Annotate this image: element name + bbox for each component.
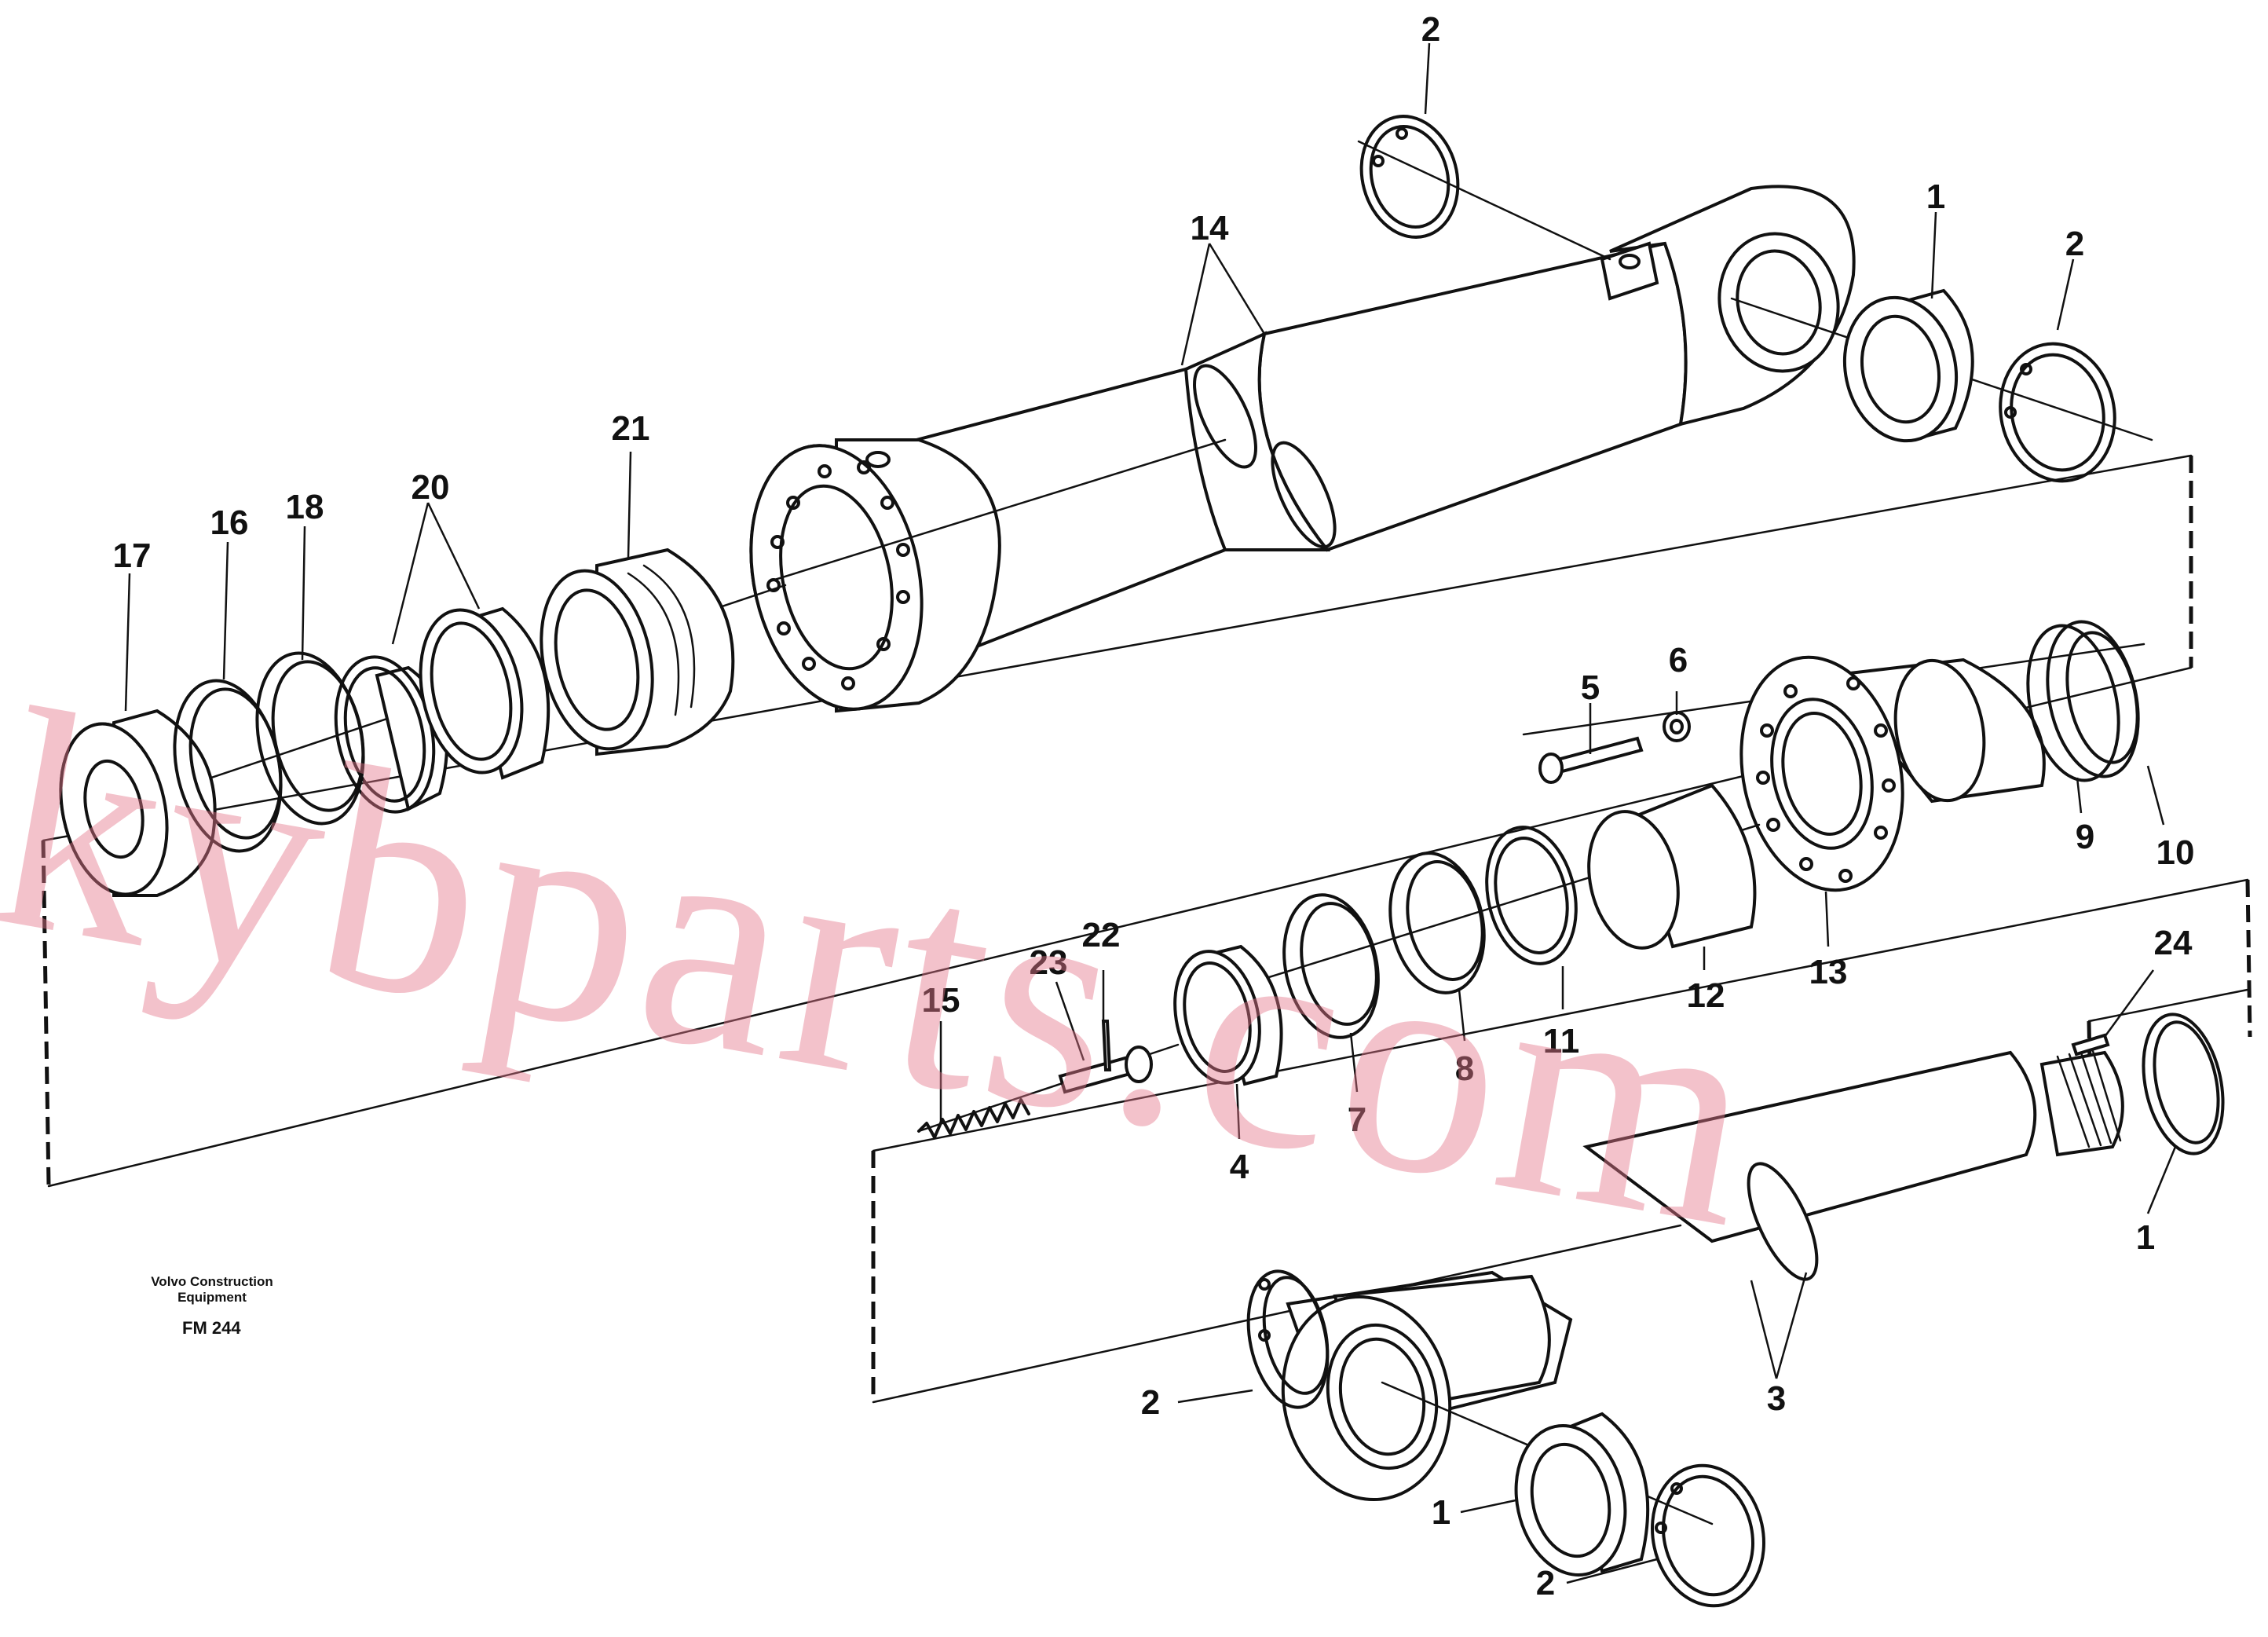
callout-23: 23 bbox=[1030, 943, 1068, 982]
callout-2: 2 bbox=[1141, 1383, 1160, 1422]
callout-24: 24 bbox=[2154, 924, 2193, 962]
callout-9: 9 bbox=[2076, 818, 2094, 856]
piston-rod bbox=[1281, 1049, 2124, 1525]
callout-10: 10 bbox=[2156, 833, 2195, 872]
callout-2: 2 bbox=[1536, 1564, 1555, 1602]
callout-labels: 2 14 1 2 21 20 18 16 17 5 6 9 10 13 12 1… bbox=[113, 10, 2195, 1602]
cylinder-tube bbox=[749, 185, 1856, 713]
callout-12: 12 bbox=[1687, 976, 1725, 1015]
company-name-line1: Volvo Construction bbox=[151, 1274, 273, 1289]
piston-seal-stack bbox=[59, 547, 787, 897]
company-name-line2: Equipment bbox=[177, 1290, 247, 1305]
bearing-lower bbox=[1514, 1412, 1650, 1577]
spring-and-pins bbox=[917, 1020, 1180, 1139]
circlip-upper-right bbox=[1999, 342, 2116, 483]
callout-5: 5 bbox=[1581, 668, 1600, 707]
circlip-lower-left bbox=[1246, 1269, 1330, 1409]
cylinder-head bbox=[1522, 620, 2145, 892]
callout-3: 3 bbox=[1767, 1379, 1786, 1418]
drawing-footer: Volvo Construction Equipment FM 244 bbox=[118, 1274, 306, 1339]
circlip-top bbox=[1357, 115, 1611, 261]
callout-18: 18 bbox=[286, 488, 324, 526]
callout-2: 2 bbox=[1421, 10, 1440, 49]
head-bolt-holes bbox=[1756, 676, 1896, 883]
callout-7: 7 bbox=[1348, 1100, 1366, 1139]
leader-lines bbox=[124, 42, 2177, 1584]
callout-6: 6 bbox=[1669, 641, 1688, 679]
callout-11: 11 bbox=[1543, 1022, 1580, 1060]
callout-16: 16 bbox=[210, 504, 249, 542]
callout-1: 1 bbox=[1926, 178, 1945, 216]
callout-1: 1 bbox=[2136, 1218, 2155, 1257]
callout-8: 8 bbox=[1455, 1049, 1474, 1088]
circlip-lower-right bbox=[1651, 1463, 1765, 1608]
callout-21: 21 bbox=[612, 409, 650, 448]
grease-nipple bbox=[2071, 1033, 2110, 1057]
bushing-and-seals bbox=[1173, 783, 1761, 1086]
callout-22: 22 bbox=[1082, 916, 1121, 954]
callout-20: 20 bbox=[412, 468, 450, 507]
callout-2: 2 bbox=[2065, 225, 2084, 263]
bearing-upper-right bbox=[1730, 288, 2153, 443]
circlip-rod-end bbox=[2142, 1013, 2225, 1155]
callout-17: 17 bbox=[113, 537, 152, 575]
callout-4: 4 bbox=[1230, 1148, 1249, 1186]
callout-15: 15 bbox=[922, 981, 960, 1020]
callout-13: 13 bbox=[1809, 953, 1848, 991]
drawing-code: FM 244 bbox=[182, 1318, 241, 1338]
flange-bolt-holes bbox=[766, 460, 910, 690]
callout-1: 1 bbox=[1432, 1493, 1450, 1532]
callout-14: 14 bbox=[1191, 209, 1229, 247]
